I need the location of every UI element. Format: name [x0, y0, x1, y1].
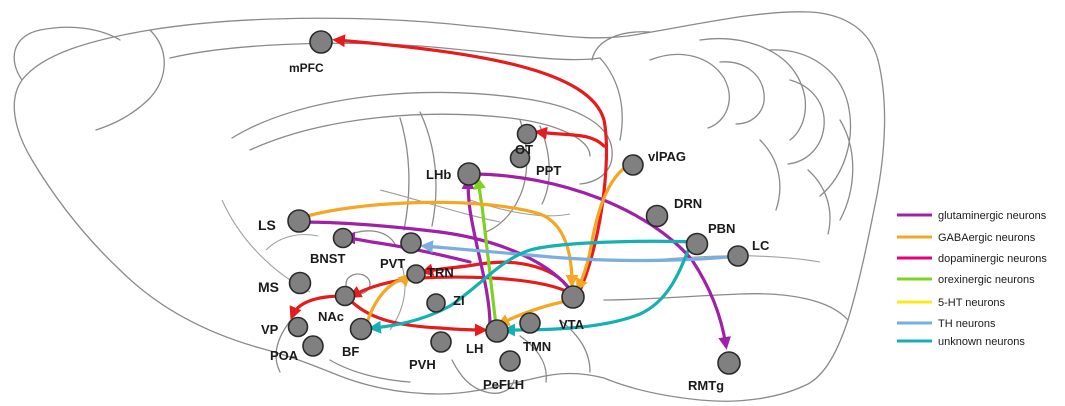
- legend-item-5ht: 5-HT neurons: [897, 297, 1006, 309]
- blue-lc-to-pvt: [420, 240, 740, 263]
- orange-bf-to-trn: [364, 273, 411, 328]
- legend-label: glutaminergic neurons: [938, 210, 1047, 222]
- label-bf: BF: [342, 344, 359, 359]
- label-lhb: LHb: [426, 167, 451, 182]
- node-nac: [334, 285, 356, 307]
- legend-label: TH neurons: [938, 318, 996, 330]
- orange-vlpag-to-vta: [576, 162, 632, 292]
- label-ms: MS: [258, 279, 279, 295]
- legend-item-orexinergic: orexinergic neurons: [897, 274, 1035, 286]
- node-lh: [485, 319, 509, 343]
- orange-ls-to-vta: [298, 200, 579, 288]
- node-pbn: [685, 232, 709, 256]
- purple-lh-to-lhb: [461, 176, 492, 328]
- purple-vta-to-ls: [296, 215, 574, 294]
- label-poa: POA: [270, 348, 299, 363]
- node-mpfc: [309, 30, 333, 54]
- node-lc: [727, 245, 749, 267]
- label-peflh: PeFLH: [483, 377, 524, 392]
- node-bnst: [332, 227, 354, 249]
- node-trn: [406, 264, 426, 284]
- node-ppt: [509, 147, 531, 169]
- label-pvh: PVH: [409, 357, 436, 372]
- label-pbn: PBN: [708, 221, 735, 236]
- legend-label: GABAergic neurons: [938, 232, 1036, 244]
- node-rmtg: [717, 351, 741, 375]
- node-vlpag: [622, 154, 644, 176]
- label-vlpag: vlPAG: [648, 149, 686, 164]
- legend-label: 5-HT neurons: [938, 297, 1006, 309]
- label-zi: ZI: [453, 293, 465, 308]
- label-lc: LC: [752, 238, 770, 253]
- region-labels: mPFC OT PPT vlPAG LHb DRN PBN LC LS BNST…: [258, 61, 770, 393]
- legend-item-gabaergic: GABAergic neurons: [897, 232, 1036, 244]
- label-trn: TRN: [427, 265, 454, 280]
- red-to-ot: [534, 126, 606, 148]
- node-peflh: [499, 350, 521, 372]
- legend-item-unknown: unknown neurons: [897, 336, 1025, 348]
- legend: glutaminergic neurons GABAergic neurons …: [897, 210, 1047, 348]
- node-ot: [516, 123, 538, 145]
- legend-label: dopaminergic neurons: [938, 253, 1047, 265]
- label-drn: DRN: [674, 196, 702, 211]
- teal-pbn-to-lh: [502, 244, 692, 337]
- label-rmtg: RMTg: [688, 378, 724, 393]
- label-mpfc: mPFC: [289, 61, 324, 75]
- label-nac: NAc: [318, 309, 344, 324]
- node-drn: [645, 204, 669, 228]
- node-zi: [426, 293, 446, 313]
- projection-connections: [289, 34, 740, 350]
- brain-outline: [13, 11, 886, 402]
- label-bnst: BNST: [310, 251, 345, 266]
- label-ls: LS: [258, 217, 276, 233]
- legend-item-glutamatergic: glutaminergic neurons: [897, 210, 1047, 222]
- label-ppt: PPT: [536, 163, 561, 178]
- red-nac-to-lh: [348, 298, 488, 337]
- legend-item-th: TH neurons: [897, 318, 996, 330]
- brain-regions: [287, 30, 749, 375]
- label-pvt: PVT: [380, 256, 405, 271]
- label-lh: LH: [466, 341, 483, 356]
- red-vta-to-nac: [348, 275, 574, 298]
- label-tmn: TMN: [523, 339, 551, 354]
- legend-label: unknown neurons: [938, 336, 1025, 348]
- label-vta: VTA: [559, 317, 585, 332]
- node-tmn: [519, 312, 541, 334]
- legend-label: orexinergic neurons: [938, 274, 1035, 286]
- green-lh-to-lhb: [473, 176, 498, 328]
- node-ms: [288, 271, 312, 295]
- node-lhb: [457, 162, 481, 186]
- red-vta-to-mpfc: [332, 34, 609, 299]
- node-poa: [302, 335, 324, 357]
- teal-pbn-to-bf: [368, 239, 702, 334]
- legend-item-dopaminergic: dopaminergic neurons: [897, 253, 1047, 265]
- node-vta: [561, 285, 585, 309]
- node-ls: [287, 209, 311, 233]
- node-pvt: [400, 232, 422, 254]
- node-bf: [349, 317, 373, 341]
- node-pvh: [430, 331, 452, 353]
- node-vp: [287, 316, 309, 338]
- label-vp: VP: [261, 322, 279, 337]
- label-ot: OT: [515, 142, 533, 157]
